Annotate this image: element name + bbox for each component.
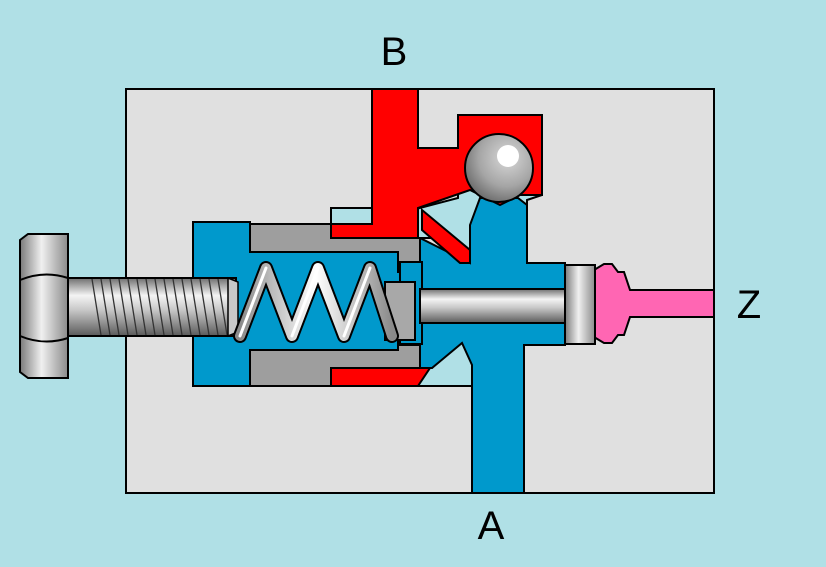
port-z-control-line (593, 263, 715, 344)
check-ball (464, 133, 534, 203)
port-z-label: Z (737, 283, 761, 327)
compression-spring (233, 261, 399, 343)
adjusting-screw (19, 233, 239, 379)
port-a-label: A (478, 504, 505, 548)
valve-stem (419, 288, 571, 324)
control-piston (564, 264, 596, 345)
port-b-label: B (381, 30, 408, 74)
